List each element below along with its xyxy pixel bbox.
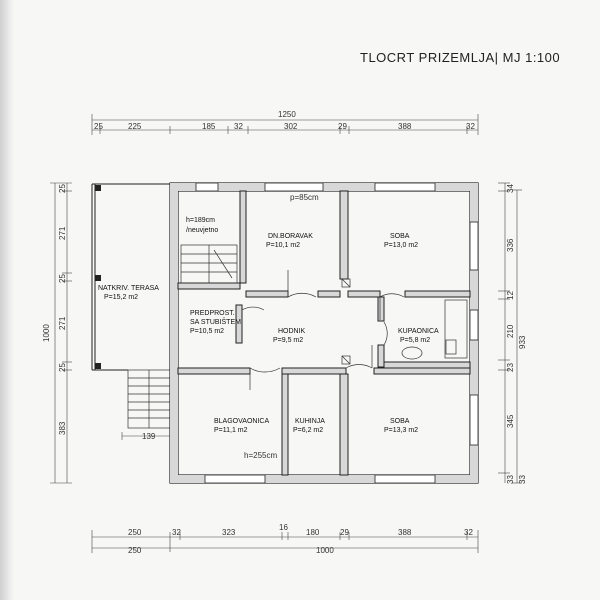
left-overall-dim: 1000 <box>42 324 51 342</box>
bottom-dim-6: 29 <box>340 528 349 537</box>
room-predprost-name-1: PREDPROST. <box>190 310 235 317</box>
left-dim-1: 25 <box>58 184 67 193</box>
window-p-label: p=85cm <box>290 193 319 202</box>
right-dim-4: 210 <box>506 324 515 338</box>
right-dimension-lines <box>498 182 522 484</box>
right-dim-5: 23 <box>506 363 515 372</box>
room-soba-bottom-name: SOBA <box>390 418 410 425</box>
top-dim-1: 25 <box>94 122 103 131</box>
room-predprost-area: P=10,5 m2 <box>190 328 224 335</box>
room-kuhinja-name: KUHINJA <box>295 418 325 425</box>
right-dim-3: 12 <box>506 291 515 300</box>
left-dim-2: 271 <box>58 226 67 240</box>
left-dimension-lines <box>50 182 72 484</box>
top-dim-2: 225 <box>128 122 142 131</box>
room-predprost-name-2: SA STUBIŠTEM <box>190 317 241 326</box>
bottom-dim-7: 388 <box>398 528 412 537</box>
room-stairs-height: h=189cm <box>186 217 215 224</box>
room-hodnik-name: HODNIK <box>278 328 306 335</box>
page-binding-shadow <box>0 0 14 600</box>
bathroom-fixtures <box>401 299 468 360</box>
left-dim-4: 271 <box>58 316 67 330</box>
top-dim-6: 29 <box>338 122 347 131</box>
right-dim-2: 336 <box>506 238 515 252</box>
room-blagovaonica-name: BLAGOVAONICA <box>214 418 269 425</box>
room-kupaonica-area: P=5,8 m2 <box>400 337 430 344</box>
bottom-row2-dim-2: 1000 <box>316 546 334 555</box>
top-dim-4: 32 <box>234 122 243 131</box>
stair-width-dim <box>121 432 170 440</box>
page-title: TLOCRT PRIZEMLJA| MJ 1:100 <box>360 50 561 65</box>
interior-walls <box>177 190 471 476</box>
door-swings <box>241 270 405 390</box>
bottom-dimension-lines <box>91 530 479 553</box>
right-overall-dim: 933 <box>518 335 527 349</box>
room-stairs-note: /neuvjetno <box>186 227 218 234</box>
left-dim-5: 25 <box>58 363 67 372</box>
top-overall-dim: 1250 <box>278 110 296 119</box>
bottom-dim-1: 250 <box>128 528 142 537</box>
bottom-dim-8: 32 <box>464 528 473 537</box>
room-soba-top-area: P=13,0 m2 <box>384 242 418 249</box>
top-dim-5: 302 <box>284 122 298 131</box>
top-dim-3: 185 <box>202 122 216 131</box>
right-extra-dim: 33 <box>518 475 527 484</box>
room-blagovaonica-area: P=11,1 m2 <box>214 427 248 434</box>
room-dnboravak-name: DN.BORAVAK <box>268 233 313 240</box>
room-terasa-name: NATKRIV. TERASA <box>98 285 159 292</box>
top-dim-7: 388 <box>398 122 412 131</box>
terrace-outline <box>91 183 170 371</box>
room-kuhinja-area: P=6,2 m2 <box>293 427 323 434</box>
terrace-column-bottom <box>95 363 101 369</box>
room-soba-top-name: SOBA <box>390 233 410 240</box>
room-terasa-area: P=15,2 m2 <box>104 294 138 301</box>
bottom-dim-4: 16 <box>279 523 288 532</box>
room-soba-bottom-area: P=13,3 m2 <box>384 427 418 434</box>
chimney-markers <box>341 278 351 365</box>
stair-width-label: 139 <box>142 432 156 441</box>
room-hodnik-area: P=9,5 m2 <box>273 337 303 344</box>
terrace-column-top <box>95 185 101 191</box>
left-dim-3: 25 <box>58 274 67 283</box>
right-dim-1: 34 <box>506 184 515 193</box>
right-dim-7: 33 <box>506 475 515 484</box>
bottom-dim-5: 180 <box>306 528 320 537</box>
bottom-row2-dim-1: 250 <box>128 546 142 555</box>
outdoor-stairs <box>127 369 171 429</box>
bottom-dim-2: 32 <box>172 528 181 537</box>
windows <box>195 182 479 484</box>
inner-stairs <box>180 244 238 284</box>
door-h-label: h=255cm <box>244 451 277 460</box>
top-dimension-lines <box>91 114 479 135</box>
top-dim-8: 32 <box>466 122 475 131</box>
right-dim-6: 345 <box>506 414 515 428</box>
left-dim-6: 383 <box>58 421 67 435</box>
room-kupaonica-name: KUPAONICA <box>398 328 439 335</box>
room-dnboravak-area: P=10,1 m2 <box>266 242 300 249</box>
bottom-dim-3: 323 <box>222 528 236 537</box>
terrace-column-mid <box>95 275 101 281</box>
